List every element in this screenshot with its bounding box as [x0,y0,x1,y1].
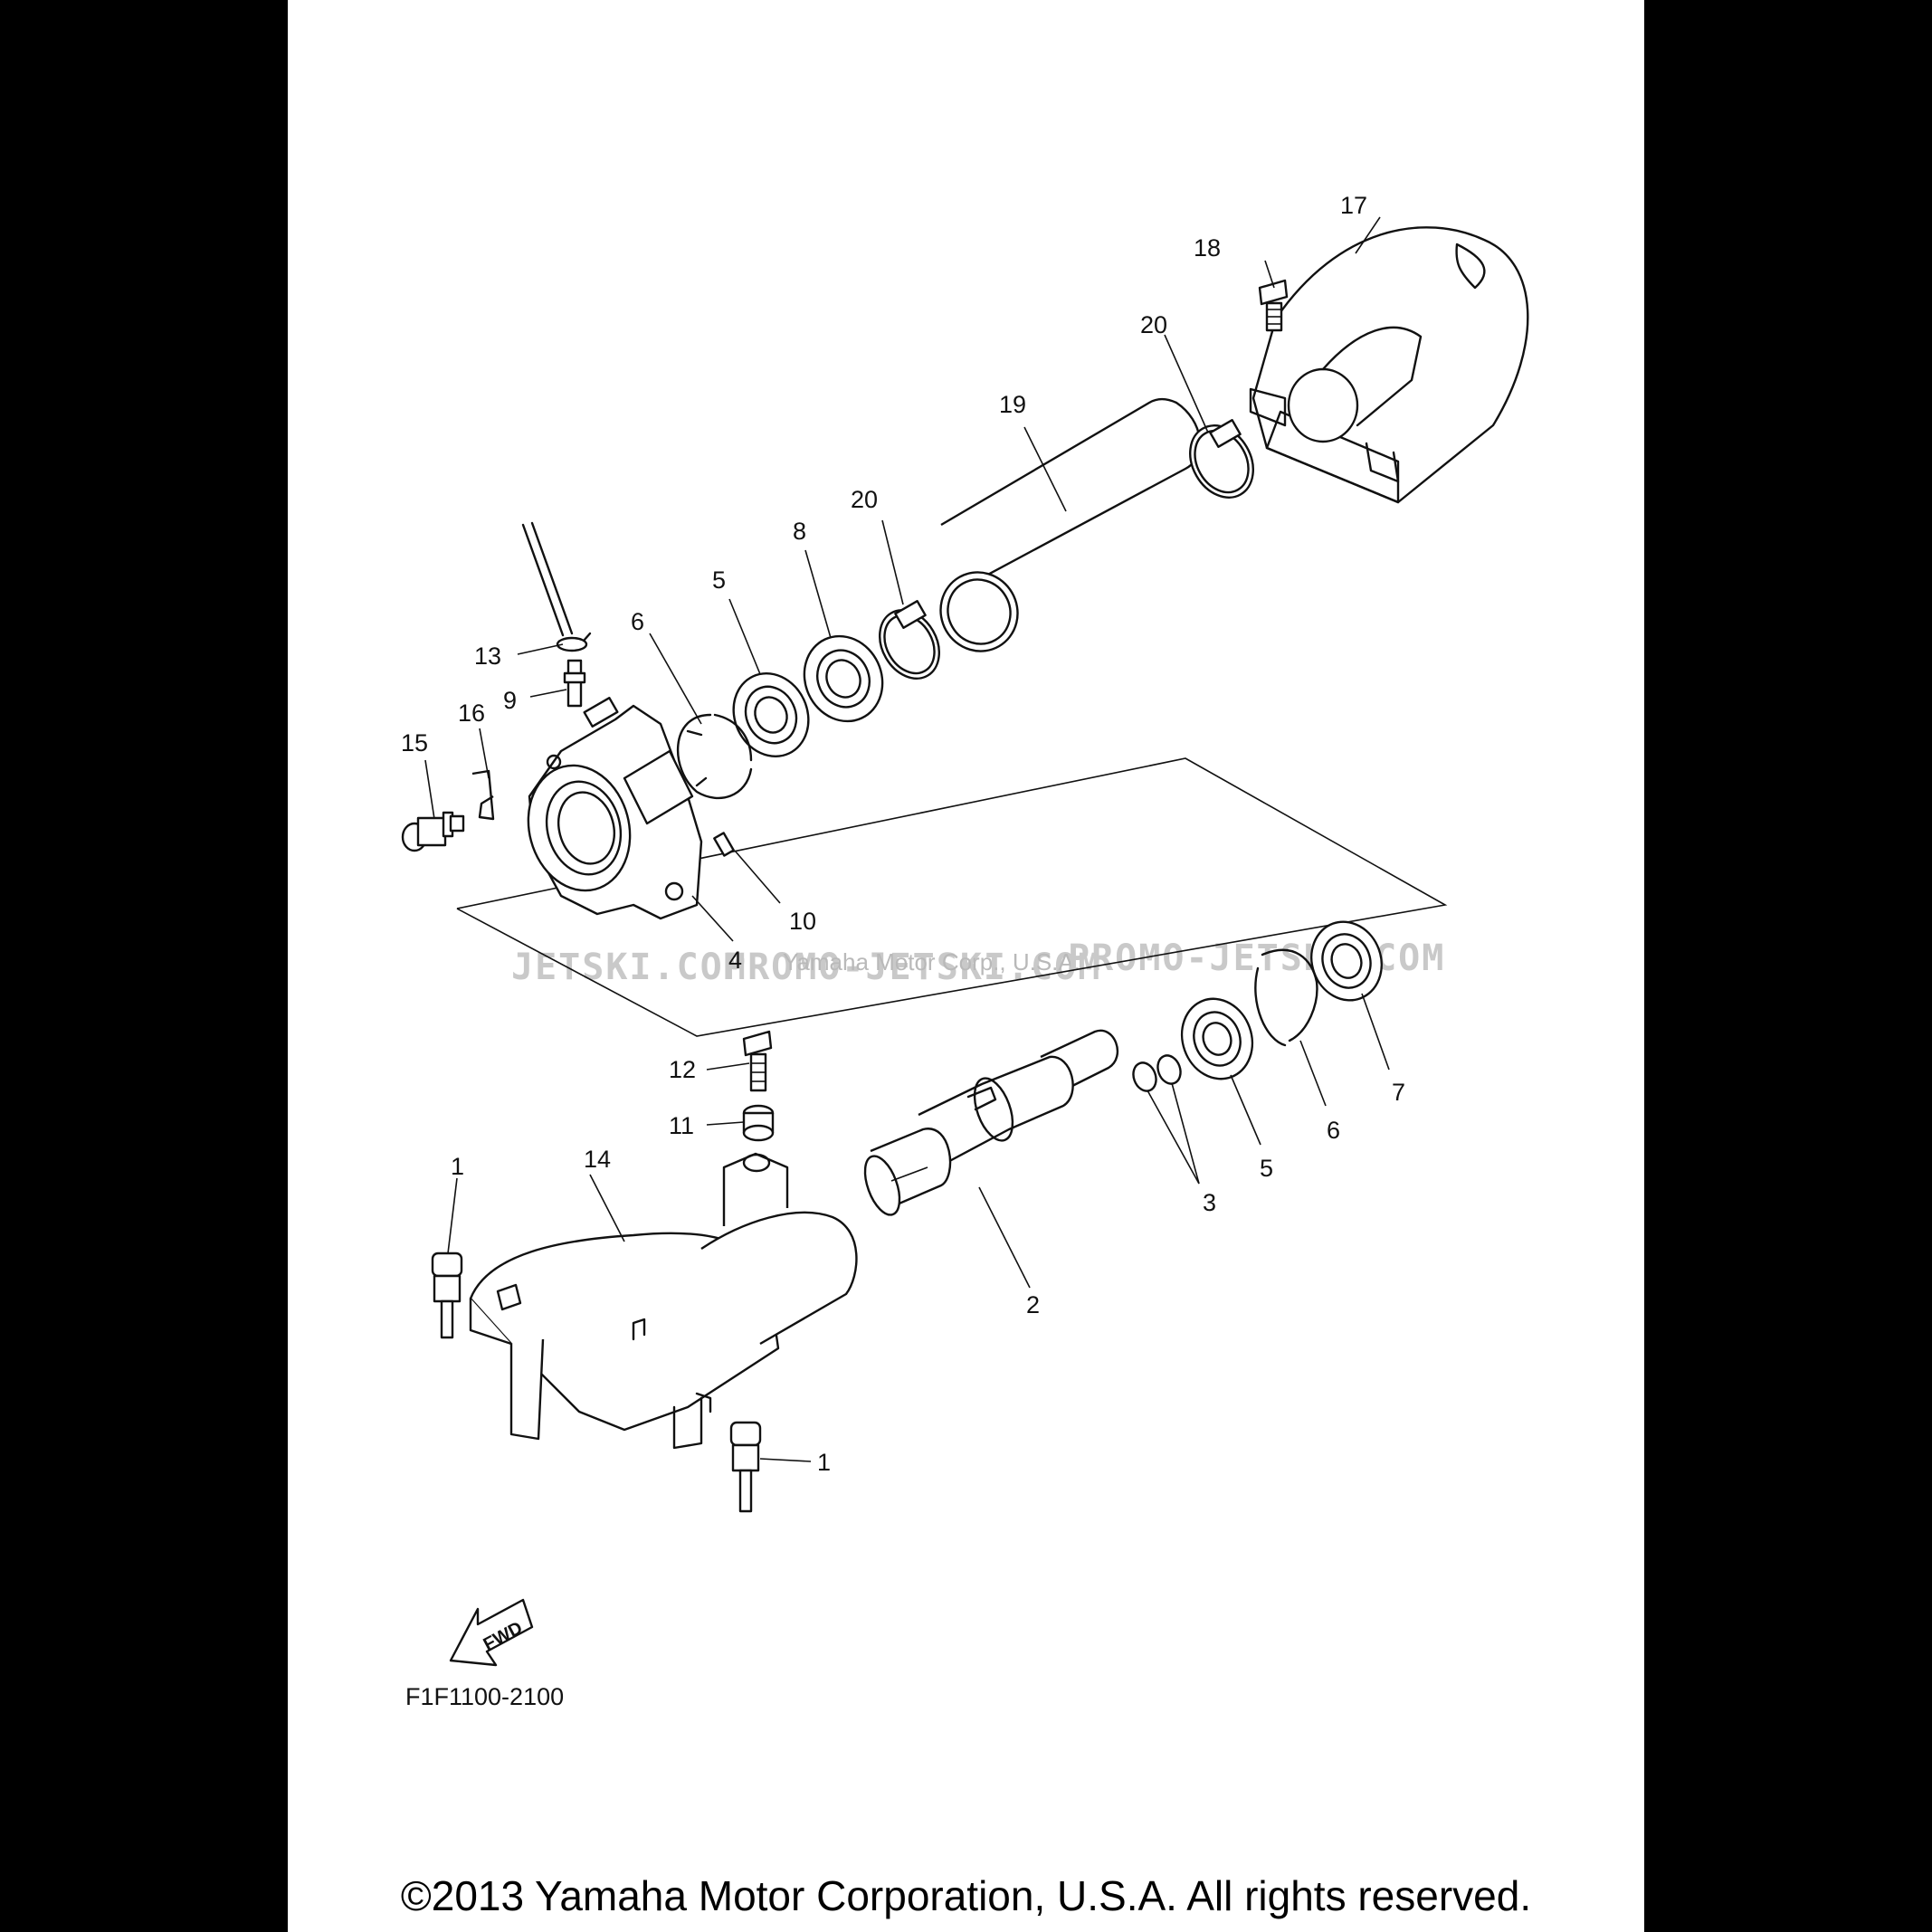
watermark-left: JETSKI.COM [511,947,747,988]
callout-14: 14 [584,1146,611,1173]
leader-lines [424,216,1390,1462]
callout-8: 8 [793,518,806,545]
pin-part-10 [713,832,735,857]
callout-9: 9 [503,687,517,714]
copyright-notice: ©2013 Yamaha Motor Corporation, U.S.A. A… [400,1872,1532,1919]
watermark-mid: PROMO-JETSKI.COM [724,947,1101,988]
callout-17: 17 [1340,192,1367,219]
plate-part-16 [471,769,495,821]
callout-11: 11 [669,1112,694,1139]
duct-part-14 [469,1152,858,1450]
clip-part-13 [556,632,592,652]
bolt-part-18 [1258,279,1289,332]
callout-20-lower: 20 [851,486,878,513]
bearing-part-7 [1310,920,1383,1002]
callout-3: 3 [1203,1189,1216,1216]
bolt-part-1-right [729,1421,762,1513]
bolt-part-12 [742,1030,773,1092]
callout-1-right: 1 [817,1449,831,1476]
callout-4: 4 [728,947,742,974]
callout-20-upper: 20 [1140,311,1167,338]
callout-5-lower: 5 [1260,1155,1273,1182]
callout-1-left: 1 [451,1153,464,1180]
bearing-part-8 [803,634,884,723]
callout-16: 16 [458,700,485,727]
callout-15: 15 [401,729,428,757]
callout-5-upper: 5 [712,566,726,594]
collar-part-11 [742,1104,775,1142]
assembly-bracket [456,757,1448,1037]
circlip-part-6-lower [1254,948,1318,1047]
callout-2: 2 [1026,1291,1040,1318]
exhaust-spout-part-17 [1249,226,1529,504]
hose-part-19 [939,397,1202,652]
watermark-center: Yamaha Motor Corp., U.S.A. [783,948,1080,976]
callout-6-upper: 6 [631,608,644,635]
diagram-code: F1F1100-2100 [405,1683,564,1710]
callout-labels: 17 18 20 19 20 8 5 6 13 9 16 15 10 4 7 6… [401,192,1405,1476]
bolt-part-1-left [431,1252,463,1339]
fwd-arrow-icon: FWD [449,1598,534,1667]
water-line [521,521,574,637]
bearing-part-5-lower [1180,997,1254,1080]
o-ring-part-3 [1132,1054,1182,1092]
watermark: JETSKI.COM PROMO-JETSKI.COM Yamaha Motor… [511,937,1443,988]
housing-part-4 [527,697,703,920]
callout-13: 13 [474,642,501,670]
callout-19: 19 [999,391,1026,418]
fitting-part-9 [563,659,586,708]
shaft-part-2 [863,1029,1118,1216]
callout-7: 7 [1392,1079,1405,1106]
circlip-part-6-upper [676,713,753,800]
hose-clamp-part-20-lower [879,600,940,680]
callout-10: 10 [789,908,816,935]
callout-6-lower: 6 [1327,1117,1340,1144]
hose-clamp-part-20-upper [1189,419,1254,499]
callout-12: 12 [669,1056,696,1083]
bolt-part-15 [401,811,465,852]
bearing-part-5-upper [732,671,810,758]
callout-18: 18 [1194,234,1221,262]
